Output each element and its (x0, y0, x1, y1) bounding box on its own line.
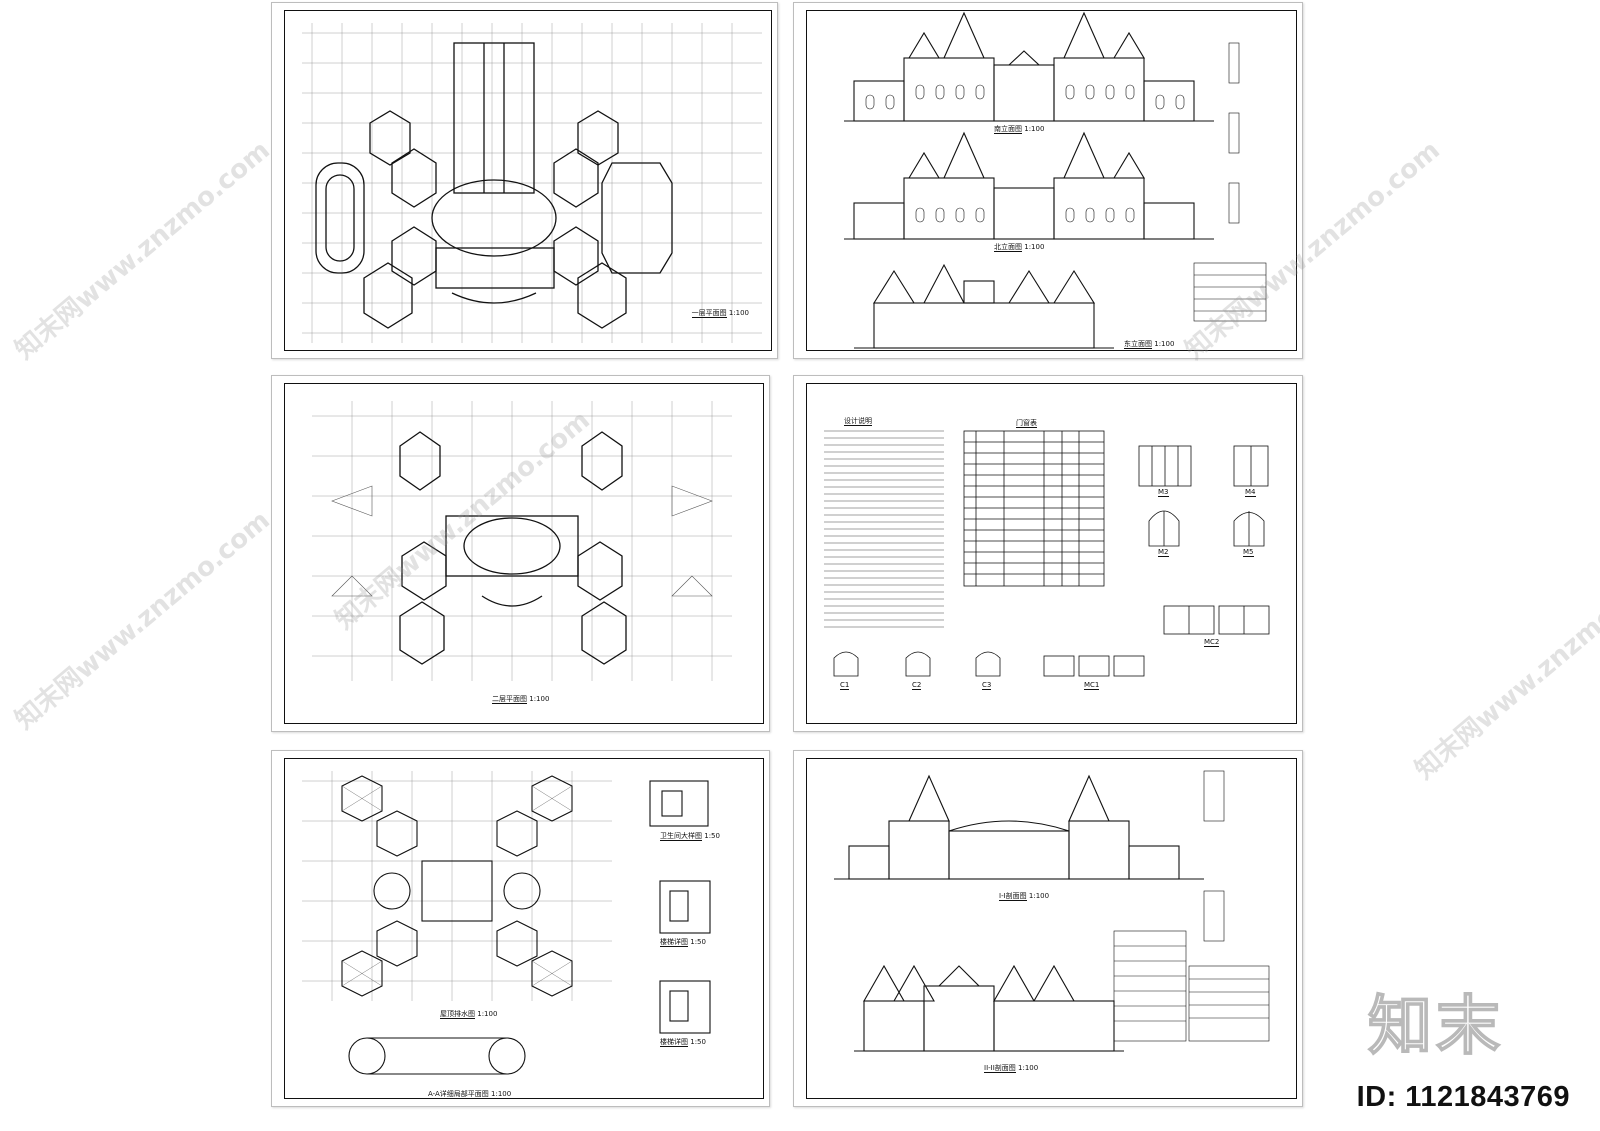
south-elevation-scale: 1:100 (1024, 125, 1045, 133)
stair-detail-title-1: 卫生间大样图 1:50 (660, 831, 720, 841)
door-label-mc2: MC2 (1204, 638, 1220, 647)
plan1-title: 一层平面图 1:100 (691, 308, 749, 318)
second-floor-plan-drawing (312, 401, 732, 681)
plan1-scale: 1:100 (728, 309, 749, 317)
door-label-m2: M2 (1158, 548, 1169, 557)
south-elevation-title: 南立面图 1:100 (994, 124, 1044, 134)
drawing-frame (284, 10, 772, 351)
window-label-c3: C3 (982, 681, 992, 690)
stair-detail-title-1-text: 卫生间大样图 (660, 832, 702, 841)
sheet-roof-plan: 屋顶排水图 1:100 A-A详细局部平面图 1:100 卫生间大样图 1:50… (271, 750, 770, 1107)
elevations-drawing (844, 11, 1267, 349)
roof-plan-drawing (302, 771, 711, 1075)
stair-detail-title-2: 楼梯详图 1:50 (660, 937, 706, 947)
drawing-frame (806, 383, 1297, 724)
east-elevation-title: 东立面图 1:100 (1124, 339, 1174, 349)
sheet-second-floor-plan: 二层平面图 1:100 (271, 375, 770, 732)
window-label-c1: C1 (840, 681, 850, 690)
drawing-frame (284, 758, 764, 1099)
door-label-m3: M3 (1158, 488, 1169, 497)
roof-plan-scale: 1:100 (477, 1010, 498, 1018)
sections-drawing (834, 770, 1270, 1052)
watermark-text: 知末网www.znzmo.com (1409, 555, 1600, 786)
north-elevation-title: 北立面图 1:100 (994, 242, 1044, 252)
door-label-m3-text: M3 (1158, 488, 1169, 497)
design-notes-drawing (824, 430, 1270, 677)
sheet-first-floor-plan: 一层平面图 1:100 (271, 2, 778, 359)
plan2-title-text: 二层平面图 (492, 695, 527, 704)
stair-detail-title-3-text: 楼梯详图 (660, 1038, 688, 1047)
roof-plan-title: 屋顶排水图 1:100 (440, 1009, 497, 1019)
north-elevation-title-text: 北立面图 (994, 243, 1022, 252)
sheet-elevations: 南立面图 1:100 北立面图 1:100 东立面图 1:100 (793, 2, 1303, 359)
plan2-scale: 1:100 (529, 695, 550, 703)
door-label-m5: M5 (1243, 548, 1254, 557)
design-notes-title: 设计说明 (844, 416, 872, 426)
stair-detail-title-3: 楼梯详图 1:50 (660, 1037, 706, 1047)
window-label-mc1: MC1 (1084, 681, 1100, 690)
north-elevation-scale: 1:100 (1024, 243, 1045, 251)
watermark-text: 知末网www.znzmo.com (9, 135, 276, 366)
south-elevation-title-text: 南立面图 (994, 125, 1022, 134)
door-window-table-title: 门窗表 (1016, 418, 1037, 428)
window-label-c1-text: C1 (840, 681, 850, 690)
door-label-m4: M4 (1245, 488, 1256, 497)
resource-id: ID: 1121843769 (1356, 1081, 1570, 1113)
stair-detail-scale-3: 1:50 (690, 1038, 706, 1046)
section-1-title: I-I剖面图 1:100 (999, 891, 1049, 901)
east-elevation-scale: 1:100 (1154, 340, 1175, 348)
drawing-frame (806, 758, 1297, 1099)
section-1-scale: 1:100 (1028, 892, 1050, 900)
roof-detail-title: A-A详细局部平面图 1:100 (428, 1089, 511, 1099)
roof-detail-title-text: A-A详细局部平面图 (428, 1090, 489, 1099)
sheet-sections: I-I剖面图 1:100 II-II剖面图 1:100 (793, 750, 1303, 1107)
plan2-title: 二层平面图 1:100 (492, 694, 549, 704)
drawing-frame (284, 383, 764, 724)
door-label-mc2-text: MC2 (1204, 638, 1220, 647)
window-label-c2: C2 (912, 681, 922, 690)
window-label-mc1-text: MC1 (1084, 681, 1100, 690)
section-2-scale: 1:100 (1018, 1064, 1039, 1072)
stair-detail-title-2-text: 楼梯详图 (660, 938, 688, 947)
drawing-frame (806, 10, 1297, 351)
stair-detail-scale-1: 1:50 (704, 832, 720, 840)
watermark-text: 知末网www.znzmo.com (9, 505, 276, 736)
section-1-title-text: I-I剖面图 (999, 892, 1027, 901)
window-label-c2-text: C2 (912, 681, 922, 690)
sheet-design-notes: 设计说明 门窗表 M3 M4 M2 M5 MC2 C1 C2 C3 MC1 (793, 375, 1303, 732)
section-2-title-text: II-II剖面图 (984, 1064, 1016, 1073)
door-label-m4-text: M4 (1245, 488, 1256, 497)
window-label-c3-text: C3 (982, 681, 992, 690)
door-label-m2-text: M2 (1158, 548, 1169, 557)
roof-detail-scale: 1:100 (491, 1090, 512, 1098)
design-notes-title-text: 设计说明 (844, 417, 872, 426)
section-2-title: II-II剖面图 1:100 (984, 1063, 1038, 1073)
first-floor-plan-drawing (302, 23, 762, 343)
brand-logo: 知末 (1367, 989, 1504, 1065)
door-window-table-title-text: 门窗表 (1016, 419, 1037, 428)
east-elevation-title-text: 东立面图 (1124, 340, 1152, 349)
plan1-title-text: 一层平面图 (691, 309, 727, 318)
roof-plan-title-text: 屋顶排水图 (440, 1010, 475, 1019)
door-label-m5-text: M5 (1243, 548, 1254, 557)
stair-detail-scale-2: 1:50 (690, 938, 706, 946)
